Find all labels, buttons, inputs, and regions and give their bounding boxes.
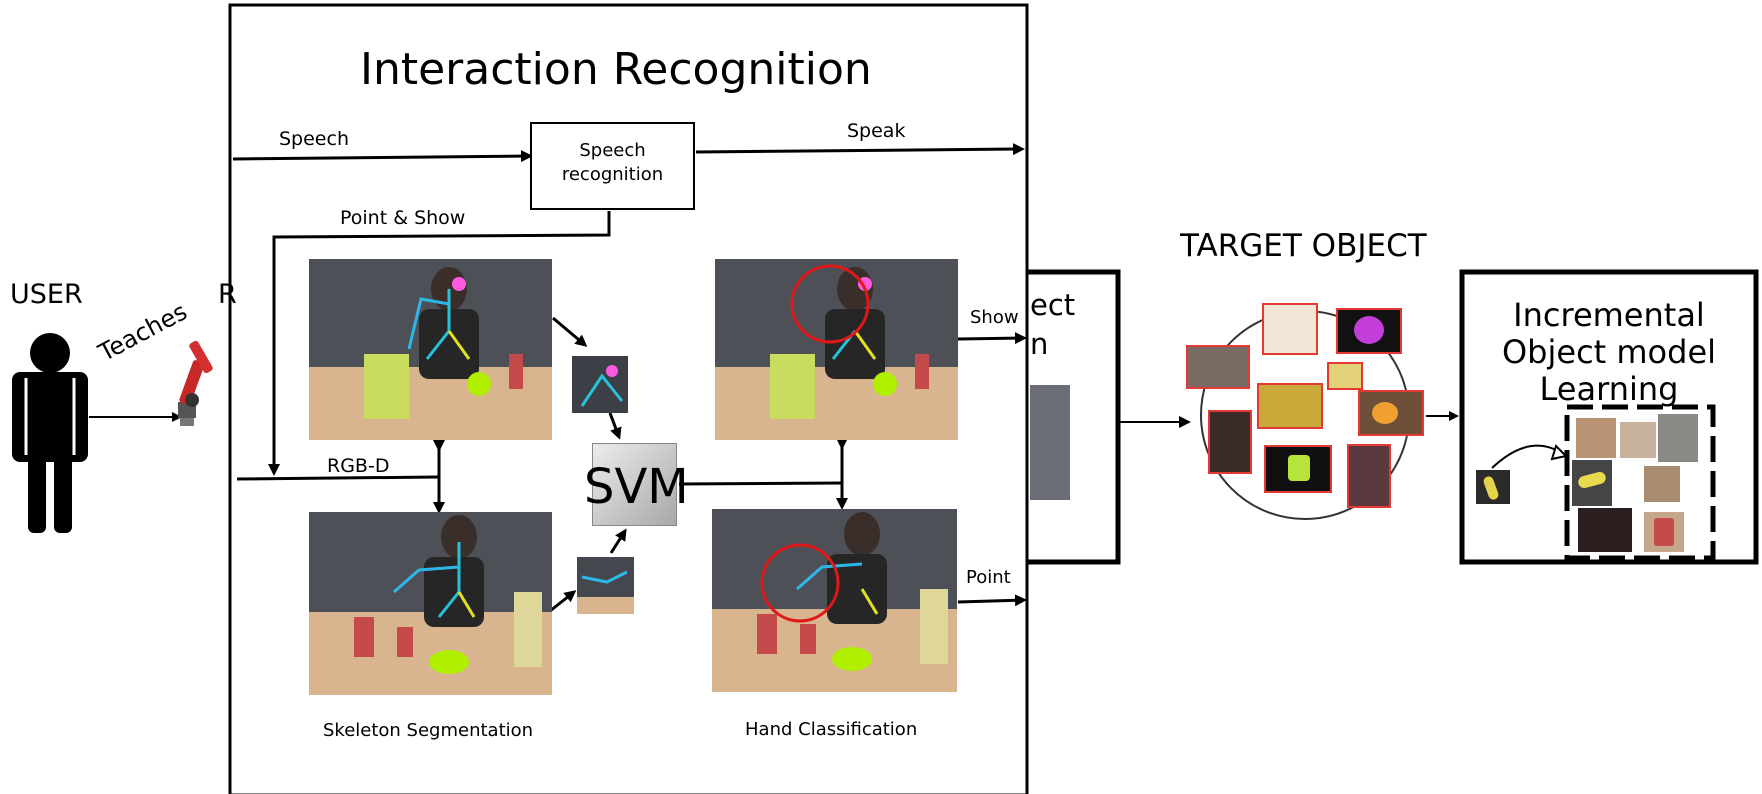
user-label: USER (10, 279, 83, 310)
speak-out-arrow (695, 143, 1025, 156)
hand-crop-bottom (577, 557, 634, 614)
main-title: Interaction Recognition (360, 44, 872, 95)
learned-object (1620, 422, 1656, 458)
learned-object (1658, 414, 1698, 462)
speech-in-arrow (232, 150, 533, 163)
scene-image (309, 259, 552, 440)
robot-arm-icon (178, 340, 213, 426)
target-crop (1336, 308, 1402, 354)
target-crop (1264, 445, 1332, 493)
target-crop (1347, 444, 1391, 508)
point-output-label: Point (966, 567, 1011, 588)
speech-recognition-box: Speech recognition (530, 122, 695, 210)
speak-output-label: Speak (847, 120, 906, 142)
svm-to-hand-line (678, 481, 843, 486)
scene-image (309, 512, 552, 695)
learned-object (1572, 460, 1612, 506)
show-output-frame (715, 259, 958, 440)
robot-label-clipped: R (218, 279, 237, 310)
point-out-arrow (957, 594, 1027, 607)
hand-detection-circle (760, 543, 840, 623)
point-show-connector (268, 211, 611, 476)
user-figure-icon (12, 333, 88, 533)
hand-classification-caption: Hand Classification (745, 719, 918, 740)
scene-image (715, 259, 958, 440)
speech-recognition-label: Speech recognition (561, 140, 664, 185)
rgbd-label: RGB-D (327, 455, 390, 477)
target-object-title: TARGET OBJECT (1180, 228, 1427, 264)
target-crop (1257, 383, 1323, 429)
target-crop (1358, 390, 1424, 436)
scene-image (712, 509, 957, 692)
crop-to-svm-arrow (608, 412, 622, 440)
crop-arrow-top (552, 316, 588, 347)
rgbd-line (236, 475, 439, 481)
skeleton-to-crop-arrow (549, 590, 577, 613)
point-show-label: Point & Show (340, 207, 466, 229)
hand-detection-circle (790, 264, 870, 344)
target-crop (1186, 345, 1250, 389)
hand-crop-top (572, 356, 628, 413)
point-source-frame (309, 512, 552, 695)
show-source-frame (309, 259, 552, 440)
learning-title: Incremental Object model Learning (1501, 296, 1717, 408)
target-crop (1262, 303, 1318, 355)
target-crop (1327, 362, 1363, 390)
new-object-thumb (1476, 470, 1510, 504)
hidden-panel-thumb (1030, 385, 1070, 500)
skeleton-segmentation-caption: Skeleton Segmentation (323, 720, 534, 741)
svm-label: SVM (584, 459, 689, 515)
point-output-frame (712, 509, 957, 692)
learned-object (1578, 508, 1632, 552)
new-object-arrowhead (1550, 444, 1569, 461)
learned-object (1644, 512, 1684, 552)
crop-bottom-to-svm-arrow (609, 528, 627, 554)
show-out-arrow (957, 332, 1027, 345)
show-output-label: Show (970, 307, 1019, 328)
svm-box: SVM (584, 443, 689, 526)
hidden-panel-text-top: ect (1030, 288, 1076, 322)
hidden-panel-text-bottom: n (1030, 327, 1049, 361)
learned-object (1644, 466, 1680, 502)
learned-object (1576, 418, 1616, 458)
speech-input-label: Speech (279, 128, 349, 150)
target-crop (1208, 410, 1252, 474)
